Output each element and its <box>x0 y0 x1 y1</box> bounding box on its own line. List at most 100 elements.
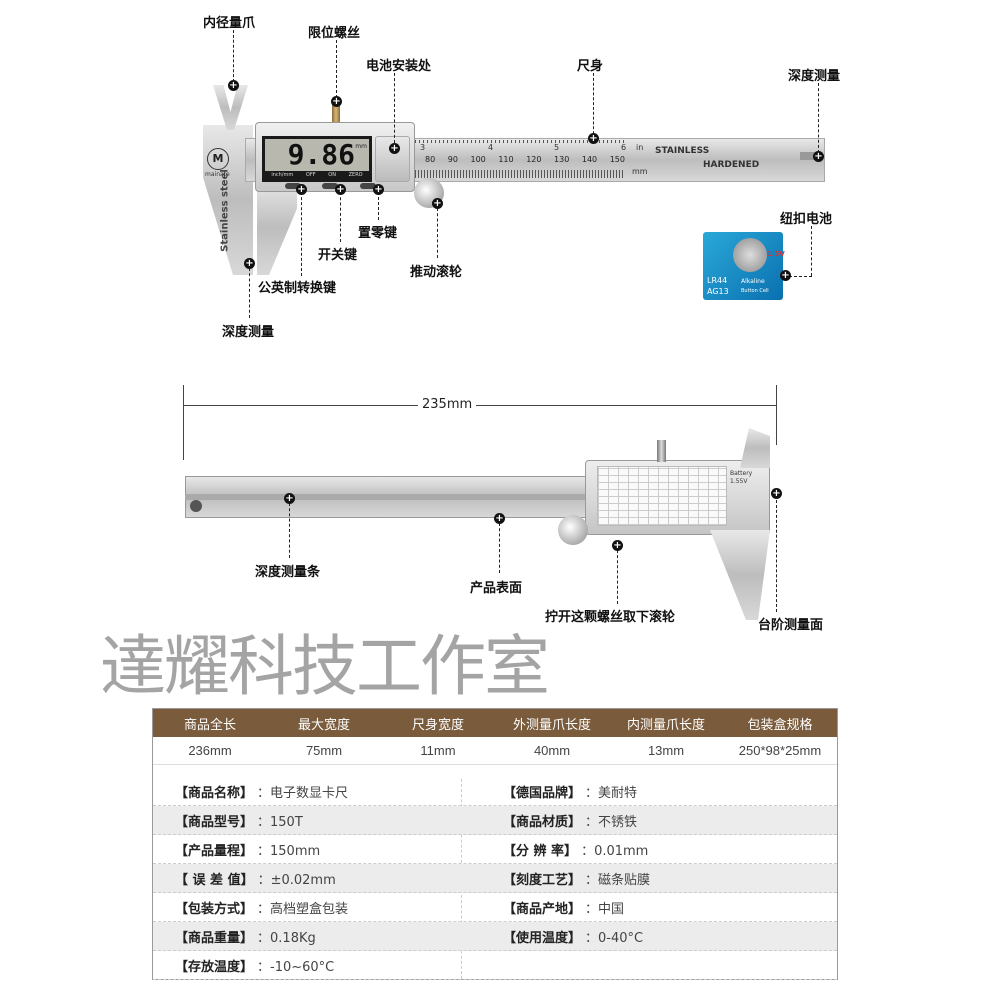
limit-screw-back <box>657 440 666 462</box>
spec-value: ：高档塑盒包装 <box>257 902 349 917</box>
plus-icon: + <box>389 143 400 154</box>
battery-voltage: 1.5V <box>767 250 785 258</box>
lcd-label-zero: ZERO <box>348 172 363 178</box>
spec-cell-right: 【德国品牌】：美耐特 <box>503 777 637 806</box>
spec-value: ：中国 <box>585 902 625 917</box>
lcd-label-off: OFF <box>305 172 316 178</box>
spec-value: ：0-40°C <box>585 931 644 946</box>
plus-icon: + <box>284 493 295 504</box>
spec-table: 商品全长 最大宽度 尺身宽度 外测量爪长度 内测量爪长度 包装盒规格 236mm… <box>152 708 838 980</box>
plus-icon: + <box>244 258 255 269</box>
spec-key: 【包装方式】 <box>175 902 254 917</box>
spec-value: ：±0.02mm <box>257 873 336 888</box>
ruler-scale <box>415 140 625 178</box>
value-cell: 75mm <box>305 743 343 758</box>
label-power-key: 开关键 <box>318 248 358 263</box>
table-row: 【产品量程】：150mm 【分 辨 率】：0.01mm <box>153 835 837 864</box>
table-row: 【包装方式】：高档塑盒包装【商品产地】：中国 <box>153 893 837 922</box>
spec-value: ：美耐特 <box>585 786 638 801</box>
jaw-back-lower <box>710 530 770 620</box>
table-header: 商品全长 最大宽度 尺身宽度 外测量爪长度 内测量爪长度 包装盒规格 <box>153 709 837 737</box>
label-surface: 产品表面 <box>470 581 523 596</box>
table-row: 【商品重量】：0.18Kg【使用温度】：0-40°C <box>153 922 837 951</box>
spec-key: 【分 辨 率】 <box>503 844 578 859</box>
thumb-wheel-back[interactable] <box>558 515 588 545</box>
label-depth-bottom: 深度测量 <box>222 325 275 340</box>
brand-text: mainate <box>205 171 230 178</box>
spec-value: ：150mm <box>257 844 321 859</box>
unit-button[interactable] <box>285 183 301 189</box>
rivet <box>190 500 202 512</box>
dimension-label: 235mm <box>418 397 477 412</box>
plus-icon: + <box>780 270 791 281</box>
label-button-cell: 纽扣电池 <box>780 212 833 227</box>
spec-key: 【存放温度】 <box>175 960 254 975</box>
dimension-line <box>183 405 776 406</box>
in-tick: 3 <box>420 143 426 152</box>
lcd-unit: mm <box>355 143 367 150</box>
lcd-value: 9.86 <box>287 138 355 171</box>
spec-cell-right <box>503 951 507 980</box>
watermark: 達耀科技工作室 <box>100 628 550 705</box>
spec-value: ：不锈铁 <box>585 815 638 830</box>
limit-screw <box>332 98 340 124</box>
label-depth-bar: 深度测量条 <box>255 565 321 580</box>
spec-value: ：-10~60°C <box>257 960 335 975</box>
spec-cell-left: 【商品名称】：电子数显卡尺 <box>175 777 348 806</box>
in-tick: 4 <box>488 143 494 152</box>
moving-jaw <box>257 180 297 275</box>
label-step-face: 台阶测量面 <box>758 618 824 633</box>
label-push-wheel: 推动滚轮 <box>410 265 463 280</box>
value-cell: 13mm <box>647 743 685 758</box>
label-battery-slot: 电池安装处 <box>366 59 432 74</box>
battery-sub: Button Cell <box>741 288 769 294</box>
plus-icon: + <box>771 488 782 499</box>
header-cell: 尺身宽度 <box>411 717 464 733</box>
header-cell: 包装盒规格 <box>747 717 813 733</box>
inner-jaw-upper <box>213 85 248 130</box>
label-inner-jaw: 内径量爪 <box>203 16 256 31</box>
value-cell: 40mm <box>533 743 571 758</box>
header-cell: 内测量爪长度 <box>626 717 705 733</box>
spec-sticker <box>597 466 727 526</box>
zero-button[interactable] <box>360 183 376 189</box>
battery-image: LR44 AG13 Alkaline Button Cell 1.5V <box>703 232 785 300</box>
spec-key: 【商品型号】 <box>175 815 254 830</box>
unit-in: in <box>636 143 644 152</box>
power-button[interactable] <box>322 183 338 189</box>
label-limit-screw: 限位螺丝 <box>308 26 361 41</box>
spec-cell-left: 【存放温度】：-10~60°C <box>175 951 334 980</box>
brand-logo: M <box>207 148 229 170</box>
value-cell: 236mm <box>188 743 232 758</box>
battery-model-alt: AG13 <box>707 287 729 296</box>
spec-key: 【产品量程】 <box>175 844 254 859</box>
spec-cell-left: 【包装方式】：高档塑盒包装 <box>175 893 348 922</box>
plus-icon: + <box>494 513 505 524</box>
spec-key: 【商品重量】 <box>175 931 254 946</box>
unit-mm: mm <box>632 167 648 176</box>
spec-key: 【商品材质】 <box>503 815 582 830</box>
plus-icon: + <box>432 198 443 209</box>
spec-key: 【德国品牌】 <box>503 786 582 801</box>
spec-cell-left: 【商品型号】：150T <box>175 806 303 835</box>
plus-icon: + <box>373 184 384 195</box>
value-cell: 250*98*25mm <box>738 743 822 758</box>
value-cell: 11mm <box>420 743 456 758</box>
label-unit-key: 公英制转换键 <box>258 281 337 296</box>
spec-cell-right: 【使用温度】：0-40°C <box>503 922 643 951</box>
spec-cell-right: 【刻度工艺】：磁条贴膜 <box>503 864 650 893</box>
spec-key: 【刻度工艺】 <box>503 873 582 888</box>
battery-model: LR44 <box>707 276 728 285</box>
label-screw-wheel: 拧开这颗螺丝取下滚轮 <box>545 610 676 625</box>
in-tick: 6 <box>621 143 627 152</box>
spec-cell-right: 【商品材质】：不锈铁 <box>503 806 637 835</box>
beam-text-2: HARDENED <box>703 160 760 170</box>
table-row: 【 误 差 值】：±0.02mm【刻度工艺】：磁条贴膜 <box>153 864 837 893</box>
spec-key: 【商品名称】 <box>175 786 254 801</box>
depth-bar <box>185 494 605 500</box>
header-cell: 商品全长 <box>183 717 236 733</box>
spec-cell-right: 【分 辨 率】：0.01mm <box>503 835 648 864</box>
plus-icon: + <box>612 540 623 551</box>
spec-value: ：0.01mm <box>581 844 649 859</box>
plus-icon: + <box>813 151 824 162</box>
